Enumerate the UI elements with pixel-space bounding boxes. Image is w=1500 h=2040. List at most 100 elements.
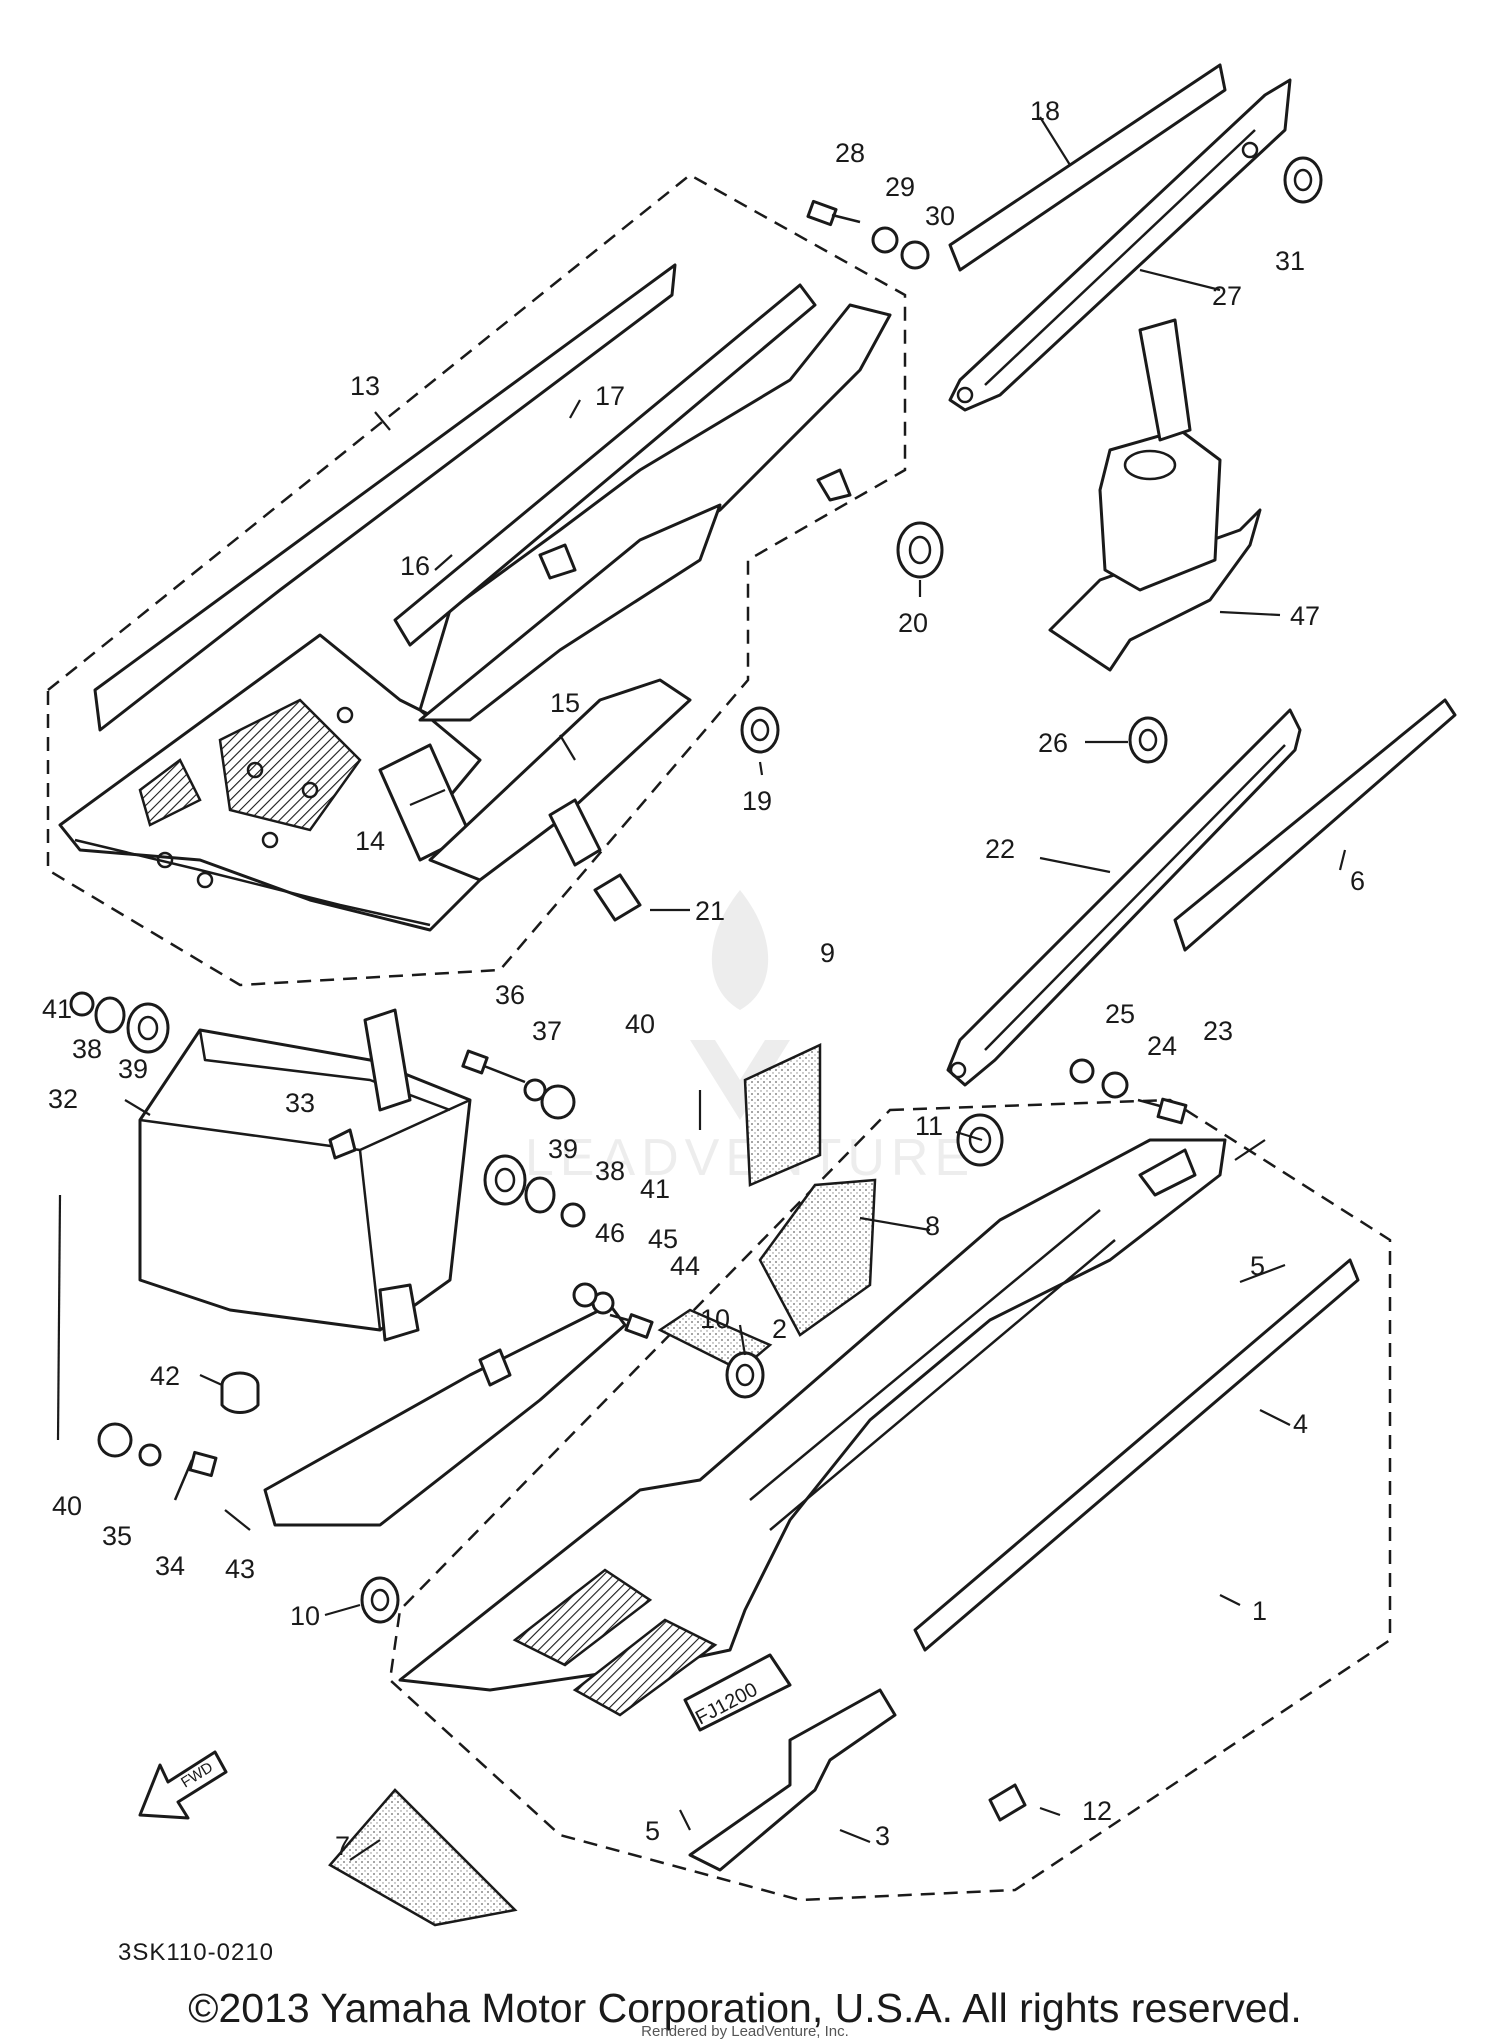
- callout-2: 2: [772, 1314, 787, 1344]
- callout-38-lower: 38: [595, 1156, 625, 1186]
- callout-3: 3: [875, 1821, 890, 1851]
- part-9-pad: [743, 1043, 822, 1187]
- callout-17: 17: [595, 381, 625, 411]
- callout-25: 25: [1105, 999, 1135, 1029]
- part-38-collar-lower: [524, 1176, 556, 1214]
- part-36-bolt: [461, 1049, 526, 1084]
- callout-18: 18: [1030, 96, 1060, 126]
- callout-35: 35: [102, 1521, 132, 1551]
- part-10-grommet-upper: [725, 1351, 765, 1399]
- part-17-trim-strip: [93, 263, 677, 732]
- part-34-bolt: [173, 1450, 218, 1501]
- callout-12: 12: [1082, 1796, 1112, 1826]
- part-46-collar: [572, 1282, 598, 1308]
- part-28-bolt: [806, 199, 861, 227]
- callout-46: 46: [595, 1218, 625, 1248]
- part-16-trim-strip: [393, 283, 817, 647]
- callout-19: 19: [742, 786, 772, 816]
- callout-24: 24: [1147, 1031, 1177, 1061]
- part-31-grommet: [1283, 156, 1323, 204]
- part-6-trim-strip: [1173, 698, 1457, 952]
- part-4-trim-strip: [913, 1258, 1360, 1652]
- part-41-nut-lower: [560, 1202, 586, 1228]
- part-30-collar: [900, 240, 930, 270]
- callout-5-upper: 5: [1250, 1251, 1265, 1281]
- part-20-grommet: [896, 521, 944, 579]
- part-32-battery-box: [138, 1008, 472, 1342]
- side-cover-assembly-right: FJ1200: [398, 1138, 1227, 1732]
- callout-41-upper: 41: [42, 994, 72, 1024]
- part-21-grommet: [593, 873, 642, 922]
- part-18-trim-strip: [948, 63, 1227, 272]
- part-35-washer: [138, 1443, 162, 1467]
- callout-44: 44: [670, 1251, 700, 1281]
- callout-39-upper: 39: [118, 1054, 148, 1084]
- part-39-grommet-lower: [483, 1154, 527, 1206]
- callout-33: 33: [285, 1088, 315, 1118]
- copyright-notice: ©2013 Yamaha Motor Corporation, U.S.A. A…: [188, 1985, 1301, 2031]
- part-40-washer-lower: [97, 1422, 133, 1458]
- callout-1: 1: [1252, 1596, 1267, 1626]
- callout-13: 13: [350, 371, 380, 401]
- part-25-washer: [1069, 1058, 1095, 1084]
- callout-40-upper: 40: [625, 1009, 655, 1039]
- part-23-bolt: [1137, 1097, 1188, 1125]
- watermark-subtext: Rendered by LeadVenture, Inc.: [641, 2023, 849, 2040]
- callout-29: 29: [885, 172, 915, 202]
- callout-38-upper: 38: [72, 1034, 102, 1064]
- part-10-grommet-lower: [360, 1576, 400, 1624]
- callout-10-upper: 10: [700, 1304, 730, 1334]
- callout-20: 20: [898, 608, 928, 638]
- part-41-nut-upper: [69, 991, 95, 1017]
- part-39-grommet-upper: [126, 1002, 170, 1054]
- part-8-pad: [758, 1178, 877, 1337]
- callout-8: 8: [925, 1211, 940, 1241]
- callout-43: 43: [225, 1554, 255, 1584]
- callout-27: 27: [1212, 281, 1242, 311]
- callout-5-lower: 5: [645, 1816, 660, 1846]
- part-44-bolt: [609, 1313, 654, 1339]
- part-43-clip: [478, 1348, 512, 1387]
- callout-22: 22: [985, 834, 1015, 864]
- forward-arrow-icon: FWD: [138, 1750, 228, 1820]
- diagram-code: 3SK110-0210: [118, 1939, 274, 1966]
- part-3-lower-trim: [688, 1688, 897, 1872]
- callout-34: 34: [155, 1551, 185, 1581]
- callout-41-lower: 41: [640, 1174, 670, 1204]
- part-29-washer: [871, 226, 899, 254]
- callout-45: 45: [648, 1224, 678, 1254]
- callout-42: 42: [150, 1361, 180, 1391]
- part-47-bracket: [1048, 318, 1262, 672]
- part-38-collar-upper: [94, 996, 126, 1034]
- callout-7: 7: [335, 1831, 350, 1861]
- part-37-washer: [523, 1078, 547, 1102]
- callout-40-lower: 40: [52, 1491, 82, 1521]
- callout-6: 6: [1350, 866, 1365, 896]
- part-24-collar: [1101, 1071, 1129, 1099]
- callout-4: 4: [1293, 1409, 1308, 1439]
- callout-30: 30: [925, 201, 955, 231]
- callout-16: 16: [400, 551, 430, 581]
- callout-9: 9: [820, 938, 835, 968]
- callout-15: 15: [550, 688, 580, 718]
- callouts: 1 2 3 4 5 5 6 7 8 9 10 10 11 12 13 14 15…: [42, 96, 1365, 1861]
- callout-21: 21: [695, 896, 725, 926]
- part-12-grommet: [988, 1783, 1027, 1822]
- part-40-washer-upper: [540, 1084, 576, 1120]
- part-19-grommet: [740, 706, 780, 754]
- part-33-nut: [328, 1128, 357, 1160]
- callout-32: 32: [48, 1084, 78, 1114]
- callout-28: 28: [835, 138, 865, 168]
- callout-47: 47: [1290, 601, 1320, 631]
- part-43-plate: [263, 1303, 627, 1527]
- callout-26: 26: [1038, 728, 1068, 758]
- side-cover-assembly-left: [58, 303, 892, 932]
- callout-31: 31: [1275, 246, 1305, 276]
- part-26-grommet: [1128, 716, 1168, 764]
- callout-36: 36: [495, 980, 525, 1010]
- callout-37: 37: [532, 1016, 562, 1046]
- callout-11: 11: [915, 1111, 943, 1141]
- callout-23: 23: [1203, 1016, 1233, 1046]
- assembly-1-boundary: [388, 1098, 1392, 1902]
